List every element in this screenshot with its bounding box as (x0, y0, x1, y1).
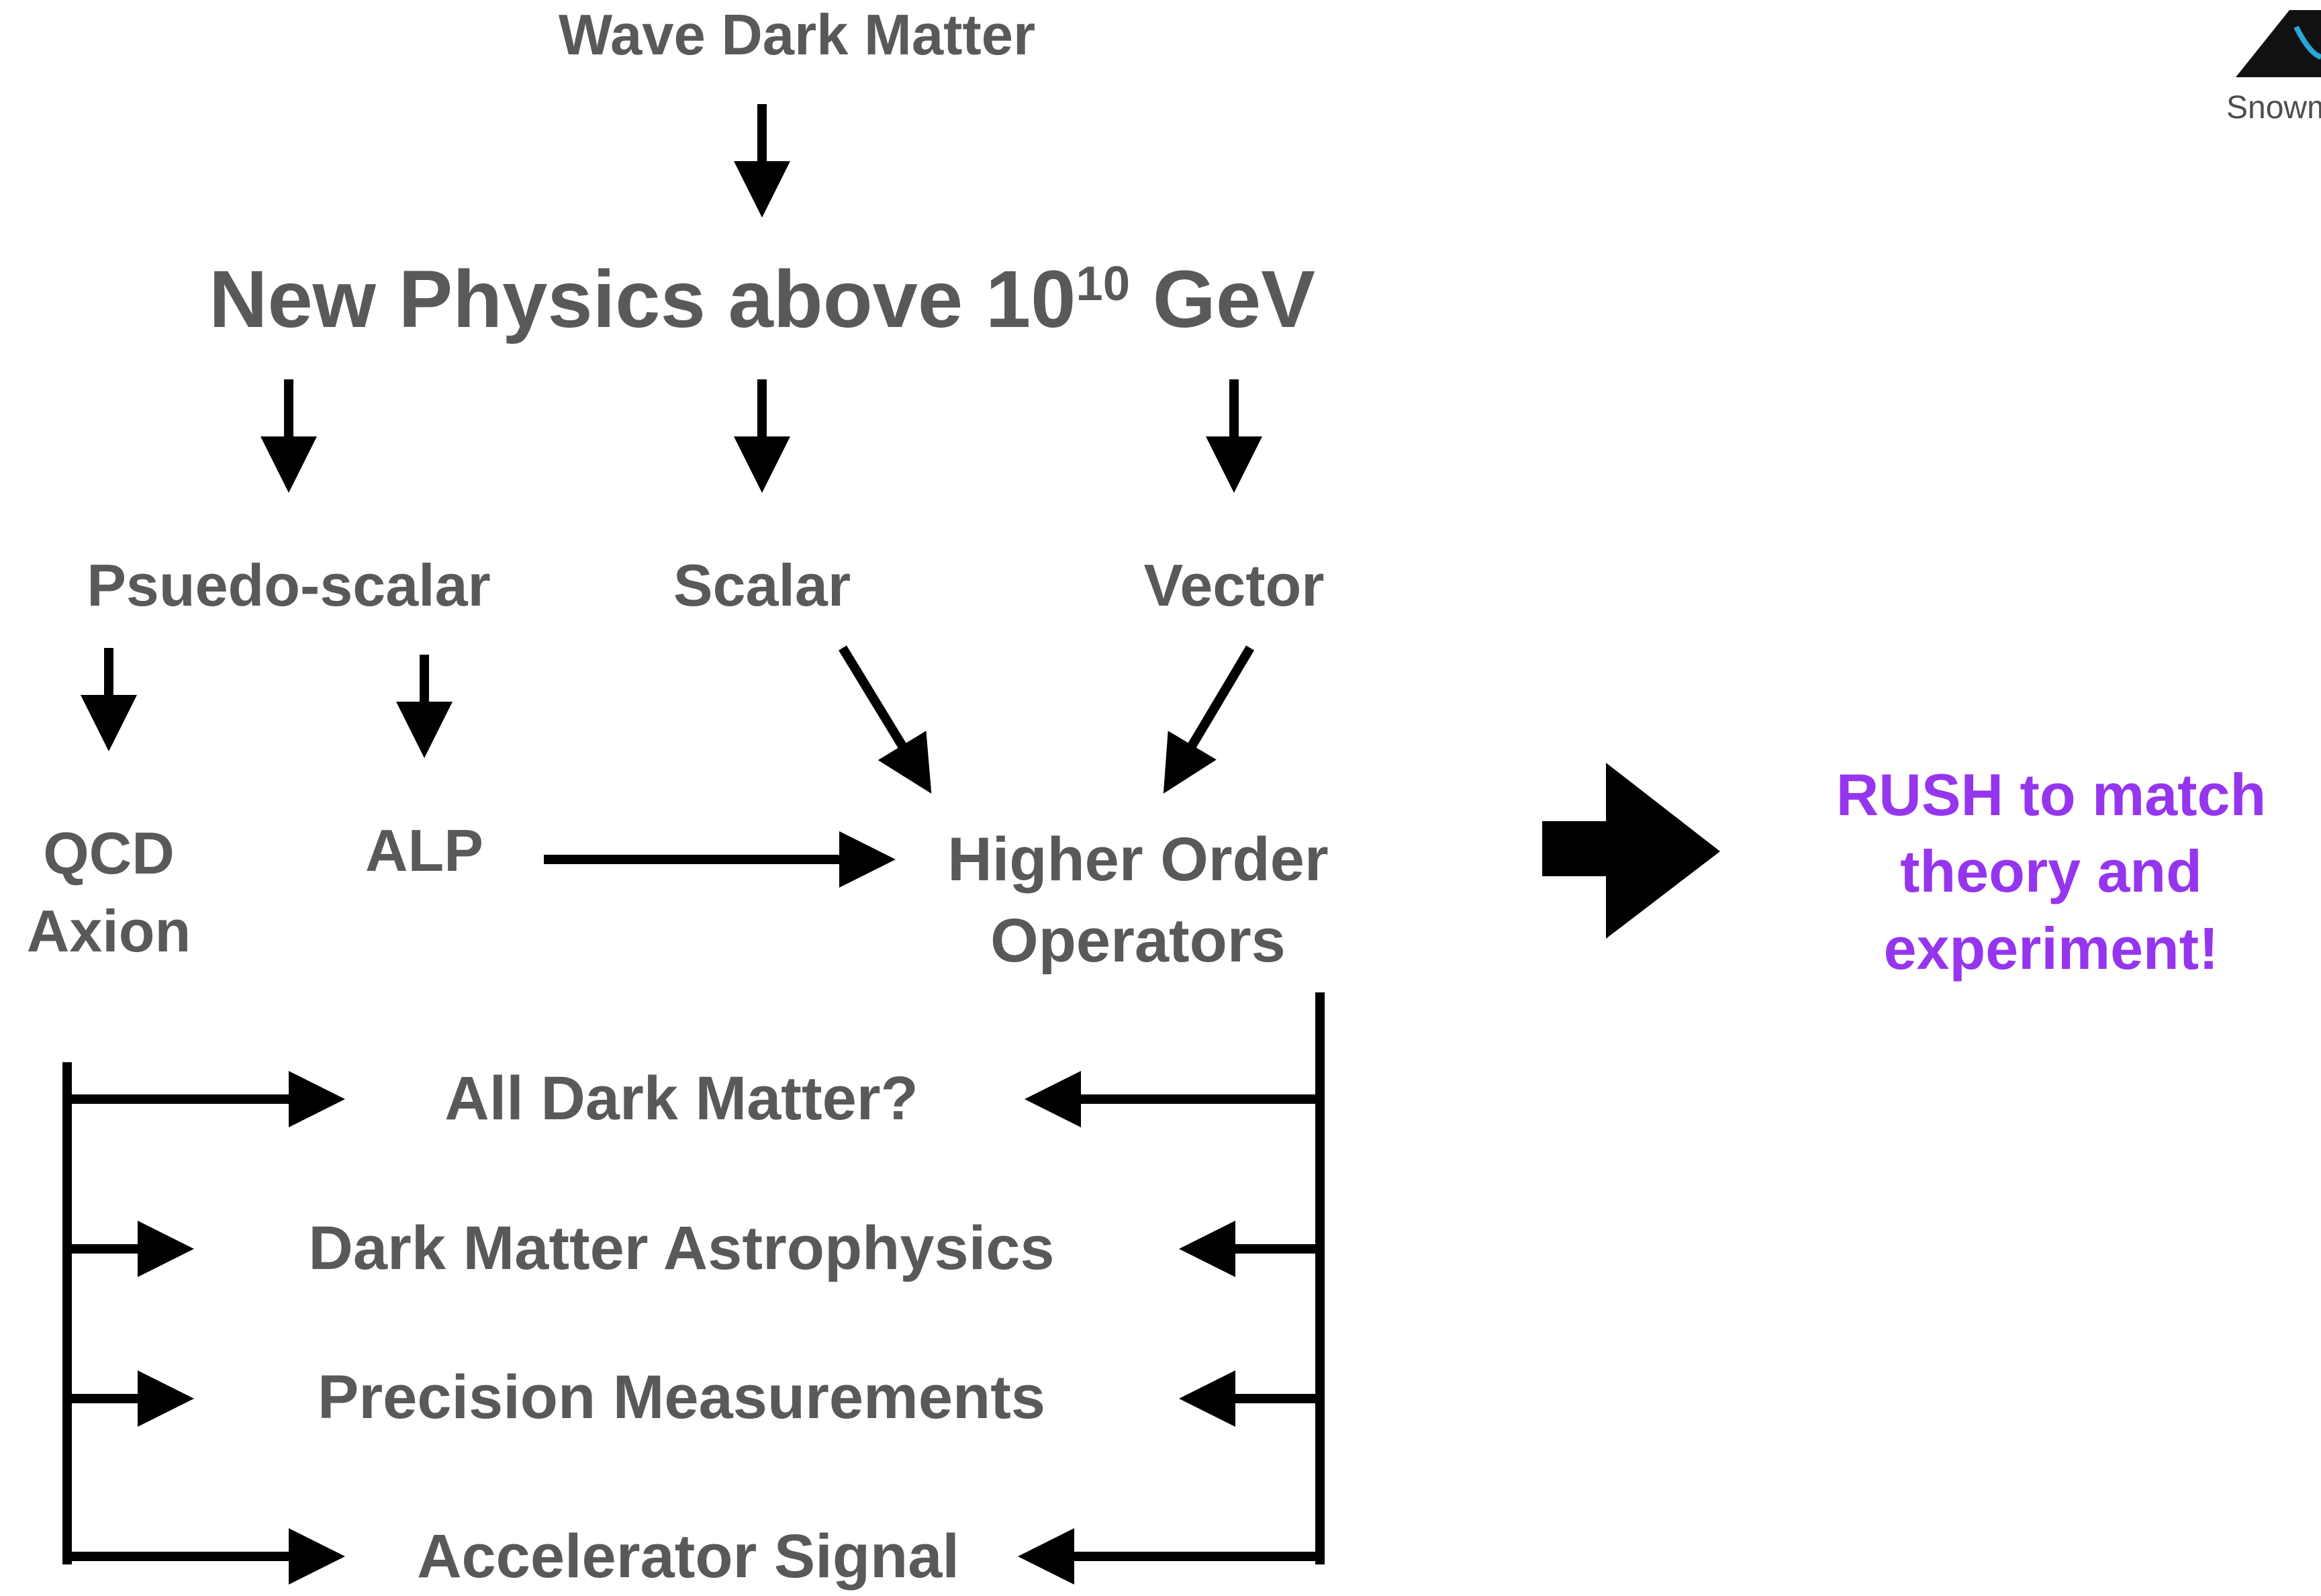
higher-order-line-1: Higher Order (947, 825, 1329, 894)
node-vector: Vector (1143, 552, 1325, 618)
outcome-astrophysics: Dark Matter Astrophysics (308, 1214, 1055, 1282)
callout-line-1: RUSH to match (1836, 761, 2267, 828)
arrow-vector-to-higherorder (1163, 645, 1255, 794)
node-pseudo-scalar: Psuedo-scalar (87, 552, 491, 618)
snowmass-mountain-icon (2236, 10, 2321, 77)
outcome-all-dark-matter: All Dark Matter? (444, 1064, 918, 1133)
node-wave-dark-matter: Wave Dark Matter (558, 3, 1036, 67)
node-alp: ALP (365, 817, 483, 884)
outcome-accelerator: Accelerator Signal (417, 1522, 959, 1591)
node-higher-order-operators: Higher Order Operators (947, 819, 1328, 982)
big-right-arrow-icon (1542, 763, 1720, 939)
callout-line-2: theory and (1900, 838, 2202, 905)
new-physics-unit: GeV (1152, 253, 1315, 344)
outcome-precision: Precision Measurements (317, 1363, 1046, 1431)
new-physics-label: New Physics above 10 (209, 253, 1076, 344)
callout-line-3: experiment! (1883, 914, 2219, 982)
node-scalar: Scalar (673, 552, 851, 618)
higher-order-line-2: Operators (990, 906, 1286, 976)
callout-rush: RUSH to match theory and experiment! (1836, 757, 2267, 987)
arrow-scalar-to-higherorder (839, 645, 932, 794)
logo-text: Snowm (2226, 90, 2321, 126)
qcd-axion-line-2: Axion (26, 898, 191, 965)
qcd-axion-line-1: QCD (43, 820, 175, 886)
node-new-physics: New Physics above 1010 GeV (209, 259, 1315, 340)
new-physics-exponent: 10 (1076, 256, 1131, 312)
node-qcd-axion: QCD Axion (27, 814, 191, 970)
